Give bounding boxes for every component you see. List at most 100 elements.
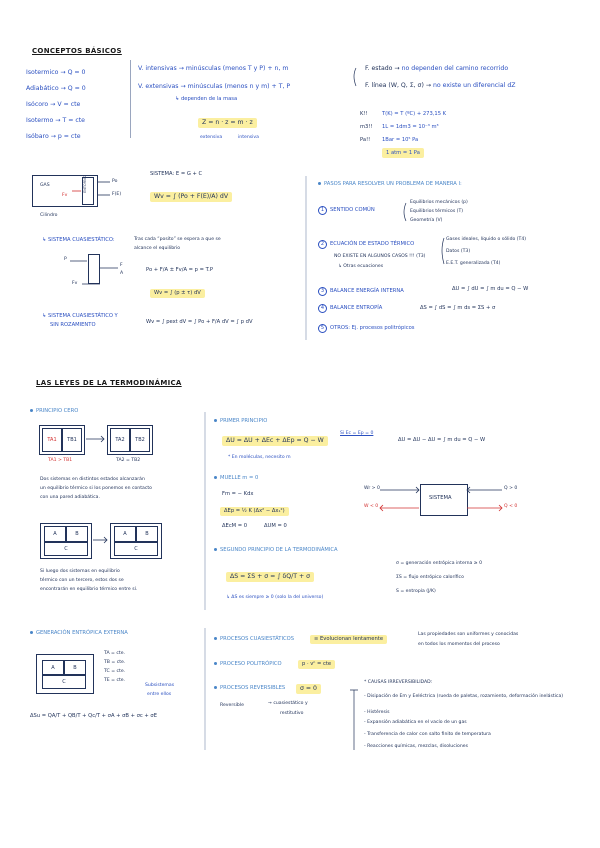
- cero-desc: Dos sistemas en distintos estados alcanz…: [40, 477, 145, 482]
- cell-ta1: TA1: [42, 428, 62, 452]
- cuasi-title: ↳ SISTEMA CUASIESTÁTICO:: [42, 237, 115, 243]
- cuasi-proc-desc: en todos los momentos del proceso: [418, 642, 500, 647]
- proceso-item: Isotermo → T = cte: [26, 117, 85, 124]
- qs-label: Q < 0: [504, 504, 518, 509]
- equilibrio-item: Equilibrios térmicos (T): [410, 209, 464, 214]
- eq-wv: Wv = ∫ (p ± τ) dV: [150, 289, 205, 299]
- abc-box-2: [110, 523, 162, 559]
- ep-eq: ΔEp = ½ K (Δx² − Δx₁²): [220, 507, 289, 517]
- unidad-item: 1 atm = 1 Pa: [360, 148, 424, 158]
- cuasi-desc: Tras cada “posito” se espera a que se: [134, 237, 221, 242]
- gas-label: GAS: [40, 183, 50, 188]
- proceso-item: Adiabático → Q = 0: [26, 85, 86, 92]
- section-title-conceptos: CONCEPTOS BÁSICOS: [32, 47, 122, 55]
- temp-label: TC = cte.: [104, 669, 126, 674]
- primer-eq2: ΔU = ΔU − ΔU = ∫ m du = Q − W: [398, 437, 486, 443]
- segundo-eq: ΔS = ΣS + σ = ∫ δQ/T + σ: [226, 572, 315, 583]
- cuasi-proc-title: PROCESOS CUASIESTÁTICOS: [214, 636, 294, 642]
- cond-label: TA2 = TB2: [116, 458, 141, 463]
- section-title-leyes: LAS LEYES DE LA TERMODINÁMICA: [36, 379, 182, 387]
- cell-c: C: [44, 542, 88, 556]
- gen-desc: σ = generación entrópica interna ≥ 0: [396, 561, 483, 566]
- cuasi-desc: alcance el equilibrio: [134, 246, 181, 251]
- wr-label: Wr > 0: [364, 486, 380, 491]
- label-extensiva: extensiva: [200, 135, 223, 140]
- generacion-eq: ΔSu = QA/T + QB/T + Qc/T + σA + σB + σc …: [30, 713, 157, 719]
- gas-item: Datos (T3): [446, 249, 471, 254]
- cause-item: - Disipación de Em y Eeléctrica (rueda d…: [364, 694, 564, 699]
- unidad-item: m3!!1L = 1dm3 = 10⁻³ m³: [360, 124, 439, 130]
- po-label: Po: [112, 179, 118, 184]
- temp-label: TB = cte.: [104, 660, 126, 665]
- cuasi-proc-eq: ≡ Evolucionan lentamente: [310, 635, 388, 645]
- abc-box: [40, 523, 92, 559]
- formula-z: Z = n · z = m · z: [198, 118, 257, 129]
- label-intensiva: intensiva: [238, 135, 259, 140]
- causes-title: * CAUSAS IRREVERSIBILIDAD:: [364, 680, 433, 685]
- gas-item: Gases ideales, líquido o sólido (T4): [446, 237, 527, 242]
- cero-desc: un equilibrio térmico si los ponemos en …: [40, 486, 152, 491]
- eq-balance: Po + F/A ± Fv/A = p = T.P: [146, 267, 213, 273]
- balance-s: ΔS = ∫ dS = ∫ m ds = ΣS + σ: [420, 305, 496, 311]
- primer-eq: ΔU = ΔU + ΔEc + ΔEp = Q − W: [222, 436, 328, 447]
- cell-ta2: TA2: [110, 428, 130, 452]
- fv-small-label: Fv: [72, 281, 78, 286]
- piston-small: [88, 254, 100, 284]
- variable-intensivas: V. intensivas → minúsculas (menos T y P)…: [138, 65, 289, 72]
- proceso-item: Isotermico → Q = 0: [26, 69, 86, 76]
- primer-cond: Si Ec = Ep = 0: [340, 431, 374, 436]
- cilindro-label: Cilindro: [40, 213, 58, 218]
- balance-u: ΔU = ∫ dU = ∫ m du = Q − W: [452, 286, 529, 292]
- cell-b: B: [66, 526, 88, 542]
- cause-item: - Expansión adiabática en el vacío de un…: [364, 720, 467, 725]
- temp-label: TA = cte.: [104, 651, 125, 656]
- temp-label: TE = cte.: [104, 678, 126, 683]
- proceso-item: Isóbaro → p = cte: [26, 133, 81, 140]
- ws-label: W < 0: [364, 504, 379, 509]
- reversibles-title: PROCESOS REVERSIBLES: [214, 685, 285, 691]
- politropico-eq: p · vⁿ = cte: [298, 660, 336, 670]
- cause-item: - Transferencia de calor con salto finit…: [364, 732, 491, 737]
- variable-extensivas: V. extensivas → minúsculas (menos n y m)…: [138, 83, 291, 90]
- rozamiento-title: SIN ROZAMIENTO: [50, 322, 96, 328]
- unidad-item: K!!T(K) = T (ºC) + 273,15 K: [360, 111, 447, 117]
- a-small-label: A: [120, 271, 124, 276]
- cell-a: A: [44, 526, 66, 542]
- flujo-desc: ΣS = flujo entrópico calorífico: [396, 575, 464, 580]
- fext-label: F(E): [112, 192, 122, 197]
- gas-item: E.E.T. generalizada (T4): [446, 261, 501, 266]
- sub-label: entre ellos: [147, 692, 172, 697]
- sistema-label: SISTEMA: [429, 495, 452, 501]
- politropico-title: PROCESO POLITRÓPICO: [214, 661, 282, 667]
- ecm-eq: ΔEcM = 0: [222, 523, 248, 529]
- cause-item: - Histéresis: [364, 710, 390, 715]
- p-label: P: [64, 257, 67, 262]
- segundo-nota: ↳ ΔS es siempre ≥ 0 (solo la del univers…: [226, 595, 324, 600]
- cuasi-proc-desc: Las propiedades son uniformes y conocida…: [418, 632, 519, 637]
- reversible-arrow: → cuasiestático y: [268, 701, 308, 706]
- sistema-box: [420, 484, 468, 516]
- tablas-note: ↳ Otras ecuaciones: [338, 264, 384, 269]
- rozamiento-title: ↳ SISTEMA CUASIESTÁTICO Y: [42, 313, 118, 319]
- cell-a: A: [114, 526, 136, 542]
- qr-label: Q > 0: [504, 486, 518, 491]
- reversibles-eq: σ = 0: [296, 684, 321, 695]
- fm-eq: Fm = − Kdx: [222, 491, 254, 497]
- f-small-label: F: [120, 263, 123, 268]
- cero-box: [39, 425, 85, 455]
- f-estado: F. estado → no dependen del camino recor…: [365, 65, 509, 72]
- cell-tb2: TB2: [130, 428, 150, 452]
- cero-desc: Si luego dos sistemas en equilibrio: [40, 569, 120, 574]
- cell-c: C: [114, 542, 158, 556]
- cell-c: C: [42, 675, 86, 689]
- reversible-arrow2: restitutivo: [280, 711, 304, 716]
- cylinder-diagram: [32, 175, 98, 207]
- sub-label: Subsistemas: [145, 683, 175, 688]
